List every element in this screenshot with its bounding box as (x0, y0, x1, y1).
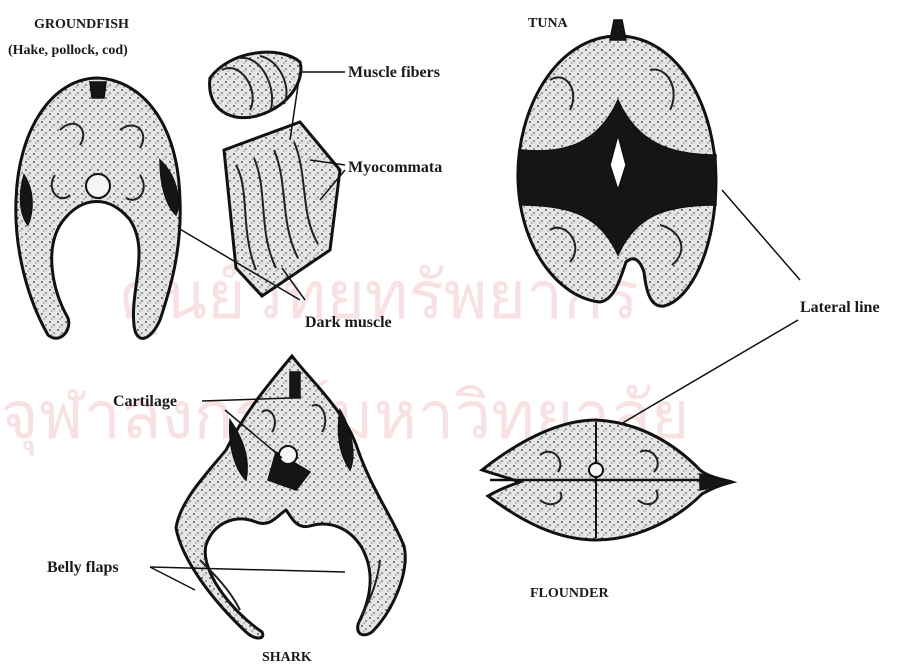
label-myocommata: Myocommata (348, 159, 442, 176)
shark-title: SHARK (262, 650, 312, 665)
label-muscle-fibers: Muscle fibers (348, 64, 440, 81)
groundfish-subtitle: (Hake, pollock, cod) (8, 43, 128, 58)
groundfish-title: GROUNDFISH (34, 17, 129, 32)
tuna-title: TUNA (528, 16, 569, 31)
label-belly-flaps: Belly flaps (47, 559, 119, 576)
label-lateral-line: Lateral line (800, 299, 880, 316)
label-cartilage: Cartilage (113, 393, 177, 410)
groundfish-section (16, 78, 180, 338)
flounder-title: FLOUNDER (530, 586, 609, 601)
label-dark-muscle: Dark muscle (305, 314, 392, 331)
tuna-section (518, 20, 716, 306)
